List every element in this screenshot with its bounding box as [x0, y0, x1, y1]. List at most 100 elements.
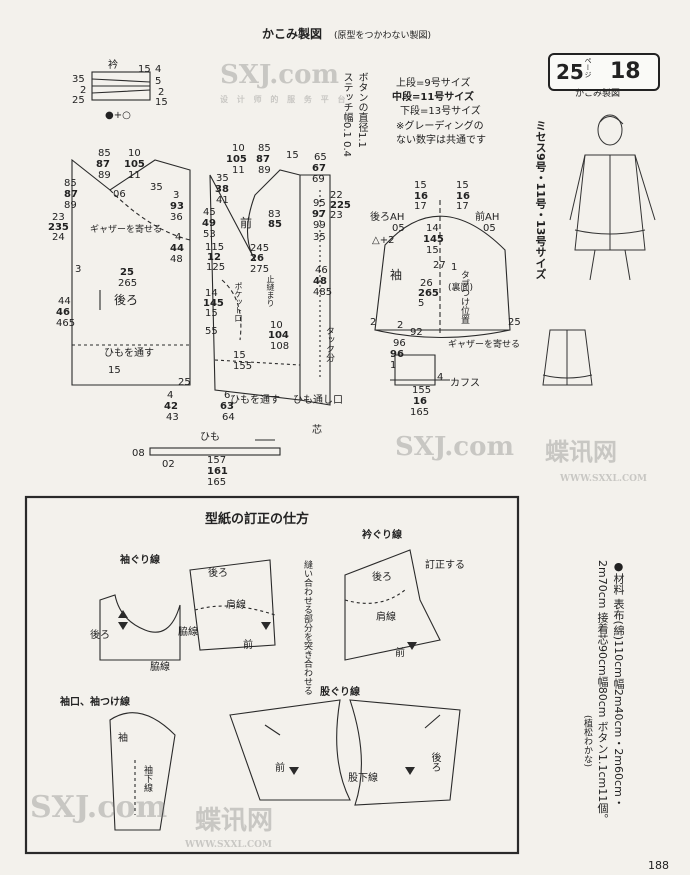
string-outline: [149, 447, 281, 456]
front-num: 275: [250, 264, 270, 275]
sleeve-num: 16: [456, 191, 470, 202]
cuff-num: 165: [410, 407, 430, 418]
collar-num: 15: [138, 64, 151, 75]
watermark-mid-url: WWW.SXXL.COM: [560, 474, 647, 484]
sleeve-num: 27: [433, 260, 446, 271]
back-num: 46: [56, 307, 70, 318]
model-figure: [569, 114, 656, 280]
sleeve-num: 145: [423, 234, 444, 245]
back-num: 42: [164, 401, 178, 412]
watermark-bottom-cn: 蝶讯网: [195, 806, 274, 836]
back-num: 87: [96, 159, 110, 170]
pattern-number: 18: [610, 59, 641, 84]
sleeve-inner: (裏面): [448, 283, 474, 293]
front-num: 11: [232, 165, 245, 176]
front-num: 23: [330, 210, 343, 221]
sleeve-label: 袖: [390, 268, 403, 282]
cuff-num: 4: [437, 372, 444, 383]
sleeve-num: 92: [410, 327, 423, 338]
back-num: 35: [150, 182, 163, 193]
front-num: 87: [256, 154, 270, 165]
sleeve-num: 25: [508, 317, 521, 328]
back-num: 25: [178, 377, 191, 388]
back-num: 235: [48, 222, 69, 233]
front-num: 15: [286, 150, 299, 161]
cuff-outline: [394, 354, 436, 386]
header-title: かこみ製図: [262, 27, 323, 41]
sleeve-num: 2: [397, 320, 404, 331]
front-num: 89: [258, 165, 271, 176]
watermark-top: SXJ.com: [220, 60, 339, 90]
header-subtitle: (原型をつかわない製図): [334, 31, 432, 41]
sleeve-num: 05: [483, 223, 496, 234]
sleeve-tab: タブつけ位置: [459, 270, 469, 324]
front-num: 10: [270, 320, 283, 331]
watermark-mid: SXJ.com: [395, 432, 514, 462]
front-num: 15: [233, 350, 246, 361]
back-num: 87: [64, 189, 78, 200]
collar-num: 2: [158, 87, 165, 98]
collar-num: 25: [72, 95, 85, 106]
size-note-5: ない数字は共通です: [396, 135, 486, 146]
sleeve-num: 15: [426, 245, 439, 256]
sleeve-outline: [374, 215, 511, 331]
front-pocket: ポケット口: [234, 282, 243, 322]
collar-title: 衿: [108, 60, 118, 71]
armhole-back2: 後ろ: [208, 568, 228, 579]
string-num: 161: [207, 466, 228, 477]
front-num: 15: [205, 308, 218, 319]
collar-num: 35: [72, 74, 85, 85]
front-bodice-outline: [209, 169, 301, 401]
size-note-3: 下段=13号サイズ: [400, 106, 481, 117]
sleeve-num: 17: [456, 201, 469, 212]
front-num: 85: [258, 143, 271, 154]
sleeve-num: 26: [420, 278, 433, 289]
sleeve-num: 96: [393, 338, 406, 349]
front-num: 53: [203, 229, 216, 240]
badge-label: かこみ製図: [575, 89, 621, 99]
sleeve-num: 1: [451, 262, 458, 273]
front-num: 64: [222, 412, 235, 423]
watermark-bottom: SXJ.com: [30, 790, 168, 825]
back-tie: ひもを通す: [104, 348, 154, 359]
back-num: 10: [128, 148, 141, 159]
page-number-badge: 25: [556, 60, 584, 84]
back-num: 44: [58, 296, 71, 307]
jacket-back-illustration: [540, 325, 595, 390]
front-num: 85: [268, 219, 282, 230]
neck-shoulder: 肩線: [376, 612, 396, 623]
front-num: 10: [232, 143, 245, 154]
back-num: 265: [118, 278, 138, 289]
back-num: 465: [56, 318, 76, 329]
front-num: 125: [206, 262, 226, 273]
sleeve-num: 16: [414, 191, 428, 202]
front-num: 65: [314, 152, 327, 163]
back-num: 105: [124, 159, 145, 170]
sleeve-num: 17: [414, 201, 427, 212]
back-num: 43: [166, 412, 179, 423]
back-num: 44: [170, 243, 184, 254]
sleeve-num: 5: [418, 298, 425, 309]
back-num: 3: [173, 190, 180, 201]
front-num: 45: [203, 207, 216, 218]
front-num: 245: [250, 243, 270, 254]
collar-num: 2: [80, 85, 87, 96]
cuff-seam: 袖下線: [142, 765, 152, 792]
sleeve-delta: △+2: [372, 235, 395, 246]
back-num: 15: [108, 365, 121, 376]
back-num: 89: [64, 200, 77, 211]
armhole-front: 前: [243, 640, 253, 651]
sleeve-num: 15: [456, 180, 469, 191]
watermark-mid-cn: 蝶讯网: [545, 437, 617, 466]
back-num: 85: [98, 148, 111, 159]
sleeve-gather: ギャザーを寄せる: [448, 340, 521, 350]
front-num: 97: [312, 209, 326, 220]
front-num: 6: [224, 390, 231, 401]
front-num: 14: [205, 288, 218, 299]
back-gather: ギャザーを寄せる: [90, 225, 163, 235]
front-num: 38: [215, 184, 229, 195]
string-num: 08: [132, 448, 145, 459]
sleeve-num: 15: [414, 180, 427, 191]
front-stop: 止縫まり: [266, 275, 275, 307]
front-num: 104: [268, 330, 289, 341]
